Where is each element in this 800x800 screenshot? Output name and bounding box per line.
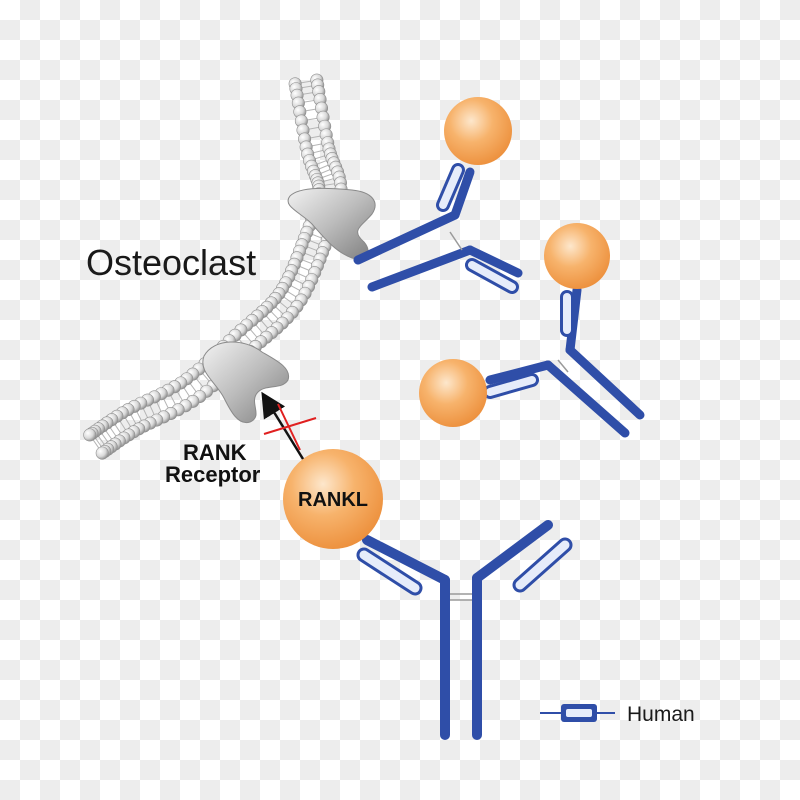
legend: Human [540, 703, 695, 726]
rank-label: RANK [183, 440, 247, 465]
heavy-chain [543, 360, 630, 438]
heavy-chain [485, 360, 553, 385]
antigen-sphere-top [444, 97, 512, 165]
rankl-label: RANKL [298, 489, 368, 511]
antibody-top [353, 163, 523, 294]
heavy-chain [362, 535, 450, 585]
heavy-chain [565, 345, 645, 420]
antigen-sphere-middle [419, 359, 487, 427]
legend-label: Human [627, 703, 695, 726]
heavy-chain [367, 245, 475, 292]
heavy-chain [465, 245, 523, 278]
antibody-right [483, 285, 645, 438]
lipid-bead [95, 446, 109, 460]
light-chain-highlight [486, 376, 536, 396]
light-chain-highlight [359, 550, 420, 593]
rank-receptor-lower [202, 341, 290, 424]
heavy-chain [450, 167, 475, 220]
disulfide-bond [449, 231, 463, 251]
lipid-bead [83, 428, 97, 442]
blocked-x-mark [263, 403, 317, 451]
light-chain-highlight [468, 261, 516, 291]
heavy-chain [472, 520, 553, 583]
rank-receptor-upper [287, 187, 376, 260]
heavy-chain [353, 210, 460, 265]
osteoclast-label: Osteoclast [86, 242, 256, 283]
antigen-sphere-right [544, 223, 610, 289]
receptor-label: Receptor [165, 462, 261, 487]
light-chain-highlight [439, 166, 462, 209]
antibodies [353, 163, 645, 740]
antibody-bottom [356, 520, 573, 740]
rankl-sphere [283, 449, 383, 549]
disulfide-bond [557, 359, 569, 373]
light-chain-highlight [515, 540, 570, 590]
